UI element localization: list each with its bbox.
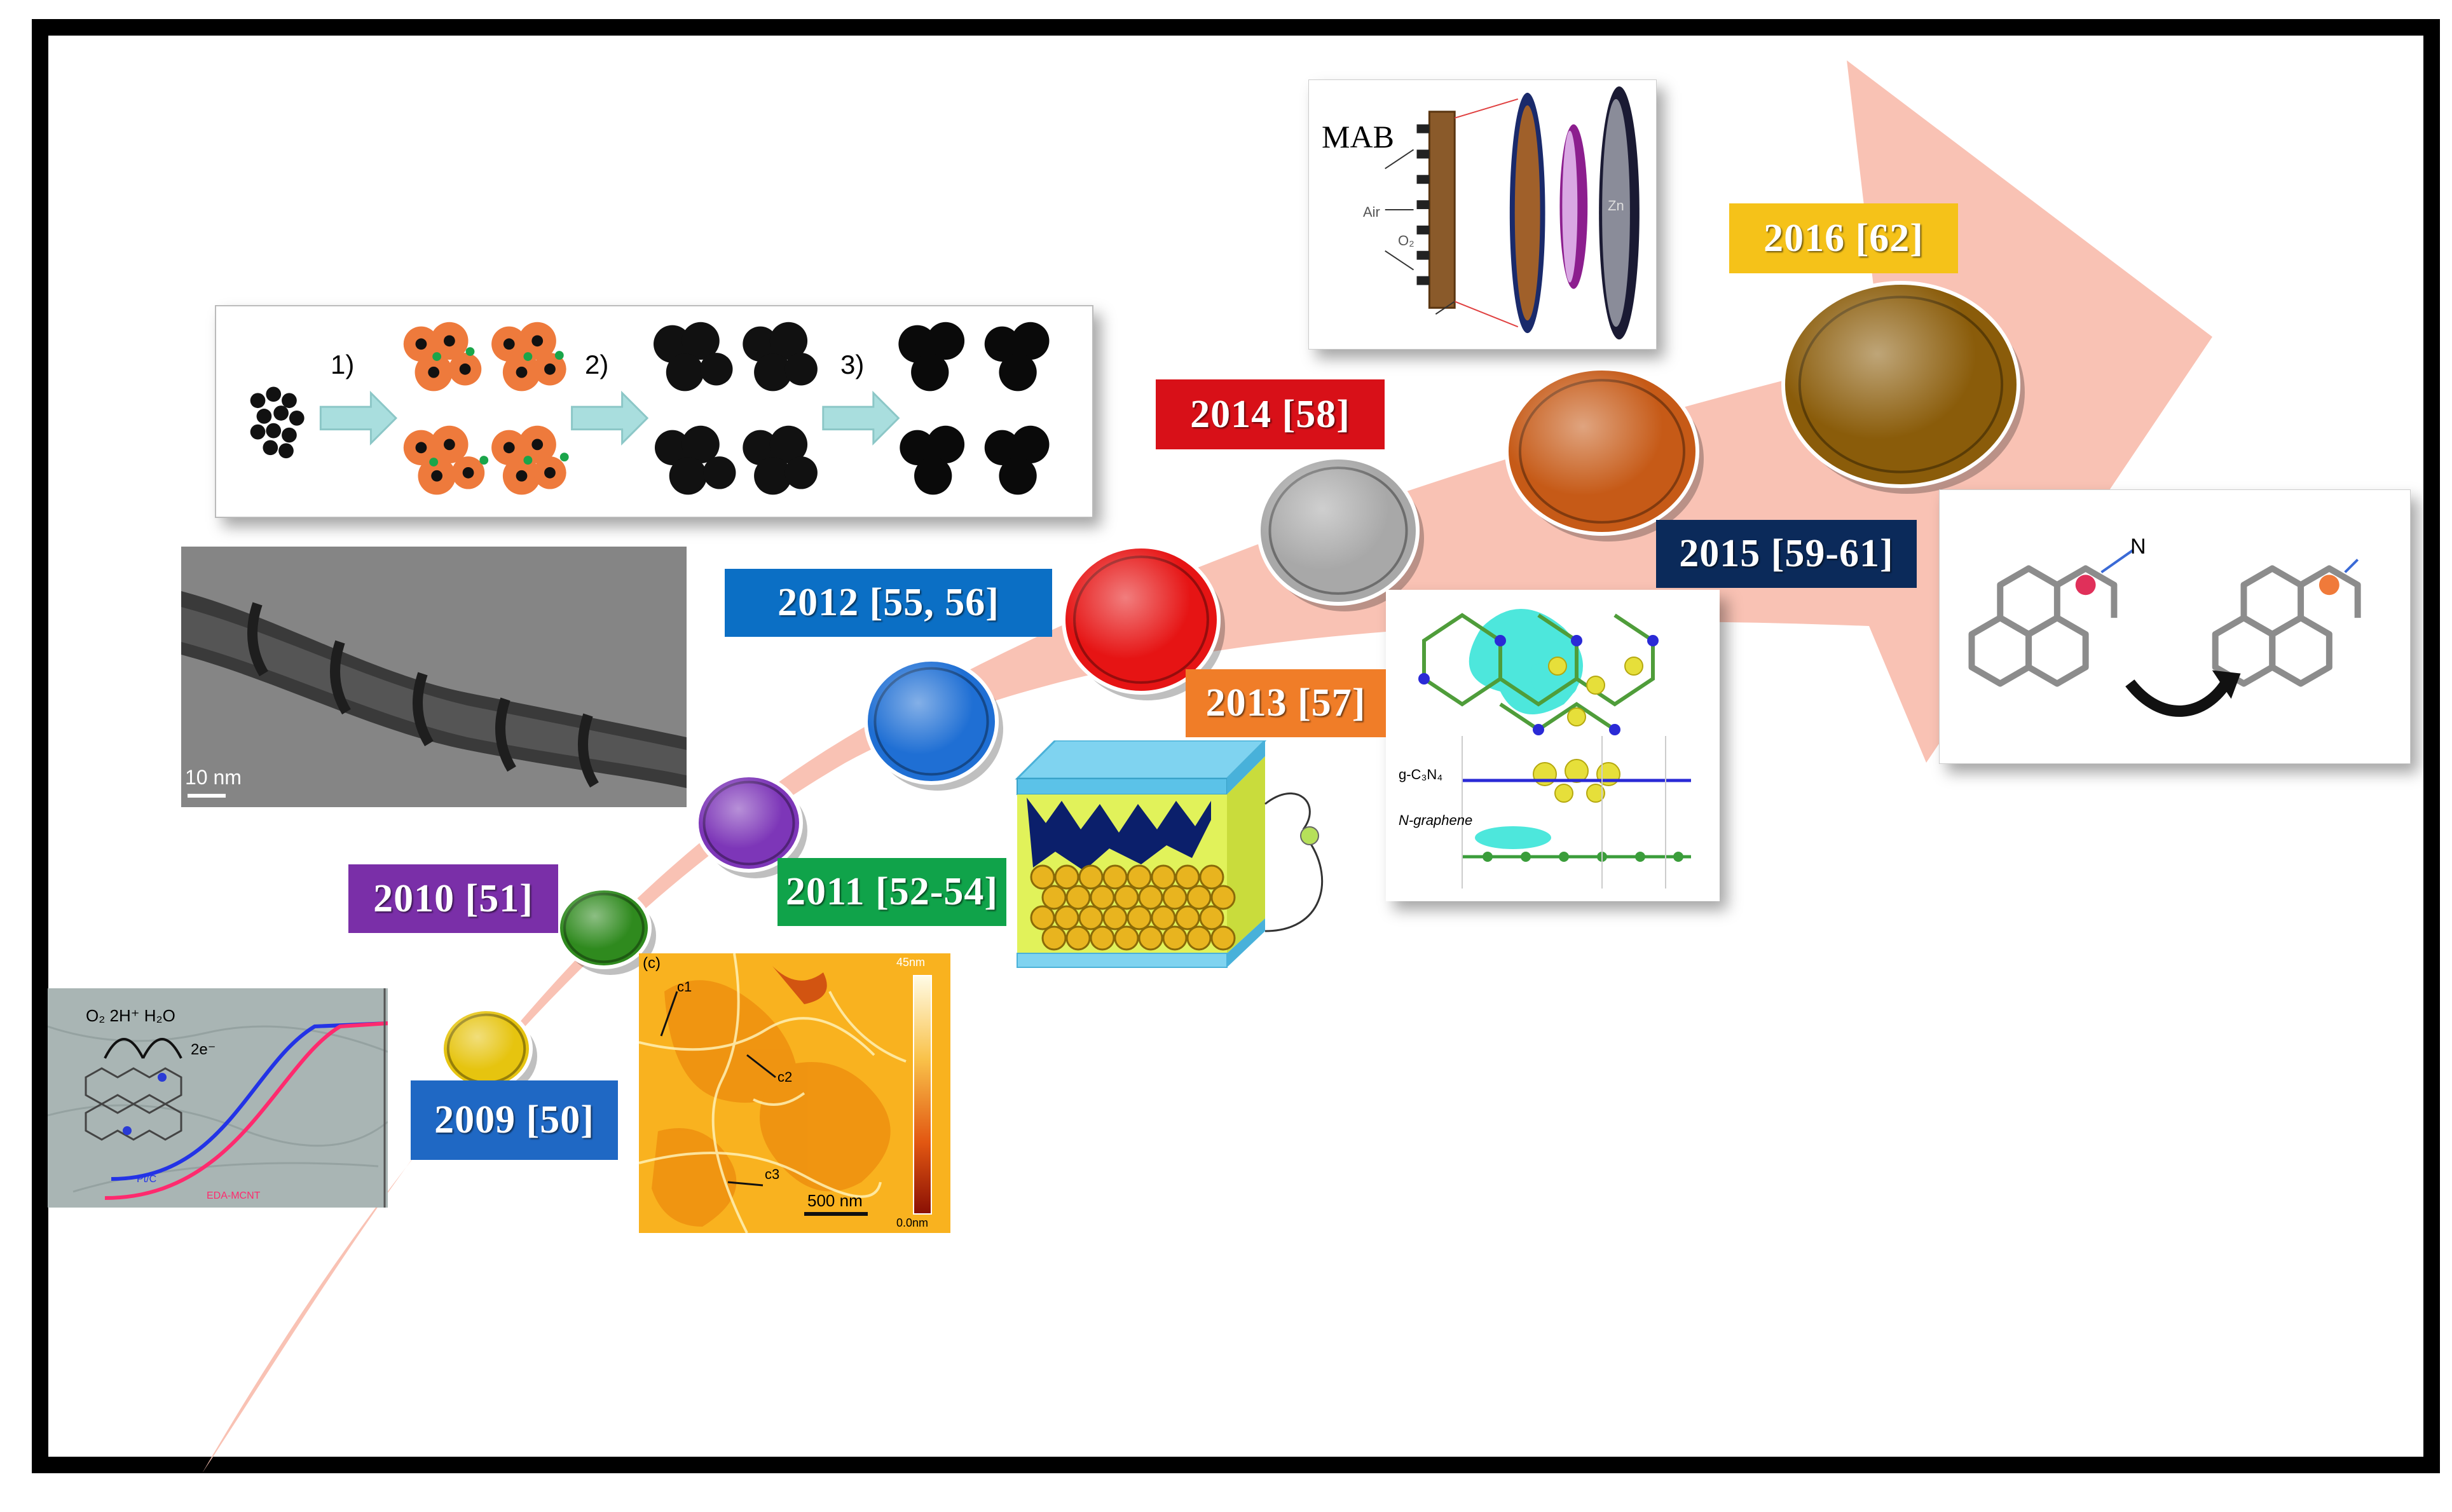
milestone-disc-2013 (1257, 456, 1424, 611)
label-2013: 2013 [57] (1186, 669, 1386, 737)
afm-marker-c2: c2 (777, 1069, 793, 1085)
mab-o2-label: O₂ (1398, 233, 1414, 249)
label-2010: 2010 [51] (348, 864, 558, 933)
nitrogen-label: N (2130, 535, 2146, 559)
afm-panel-tag: (c) (643, 955, 661, 972)
nitrogen-doped-lattice (85, 1067, 182, 1141)
afm-image: (c) c1 c2 c3 500 nm 45nm 0.0nm (639, 953, 950, 1233)
milestone-disc-2016 (1781, 281, 2025, 494)
milestone-disc-2012 (864, 658, 1003, 791)
afm-scale-label: 500 nm (807, 1191, 863, 1210)
tem-image: 10 nm (181, 547, 687, 807)
label-2016: 2016 [62] (1729, 203, 1958, 273)
label-2012: 2012 [55, 56] (725, 569, 1052, 637)
coated-clusters (403, 322, 569, 495)
afm-marker-c3: c3 (765, 1166, 780, 1182)
label-2015: 2015 [59-61] (1656, 520, 1917, 588)
step-1-label: 1) (331, 350, 355, 379)
afm-marker-c1: c1 (677, 979, 692, 995)
mab-air-label: Air (1363, 204, 1380, 220)
arrow-body (202, 60, 2212, 1473)
doping-panel: N (1939, 489, 2411, 764)
carbonized-clusters (654, 322, 818, 495)
device-panel (1004, 740, 1348, 982)
afm-colorbar-top: 45nm (896, 956, 926, 969)
step-3-label: 3) (840, 350, 865, 379)
milestone-disc-2011 (695, 773, 807, 878)
mab-title: MAB (1322, 119, 1394, 154)
cn-label: g-C₃N₄ (1399, 766, 1443, 782)
label-2009: 2009 [50] (411, 1080, 618, 1160)
milestone-disc-2015 (1505, 367, 1704, 541)
n-graphene-label: N-graphene (1399, 812, 1473, 828)
afm-colorbar-bottom: 0.0nm (896, 1216, 929, 1229)
synthesis-scheme (250, 322, 1050, 495)
step-arrows (319, 390, 900, 446)
legend-ptc: Pt/C (137, 1174, 157, 1185)
orr-reaction: O₂ 2H⁺ H₂O (86, 1006, 175, 1025)
milestone-disc-2010 (556, 887, 656, 975)
step-2-label: 2) (585, 350, 609, 379)
orr-electron: 2e⁻ (191, 1041, 216, 1058)
nanoparticles (1030, 864, 1236, 951)
cn-graphene-panel: g-C₃N₄ N-graphene (1386, 590, 1720, 901)
milestone-disc-2012b (1062, 545, 1225, 700)
label-2014: 2014 [58] (1156, 379, 1385, 449)
charge-density-clouds (1469, 609, 1583, 849)
mab-panel: MAB Air O₂ Zn (1308, 79, 1657, 350)
seed-particles (250, 386, 305, 459)
tem-scale-label: 10 nm (185, 766, 242, 789)
mab-zn-label: Zn (1608, 198, 1624, 214)
porous-carbon-clusters (898, 322, 1050, 495)
synthesis-panel: 1) 2) 3) (215, 305, 1093, 518)
orr-panel: O₂ 2H⁺ H₂O 2e⁻ Pt/C EDA-MCNT (48, 988, 388, 1208)
legend-eda-mcnt: EDA-MCNT (207, 1190, 261, 1201)
label-2011: 2011 [52-54] (777, 858, 1006, 926)
